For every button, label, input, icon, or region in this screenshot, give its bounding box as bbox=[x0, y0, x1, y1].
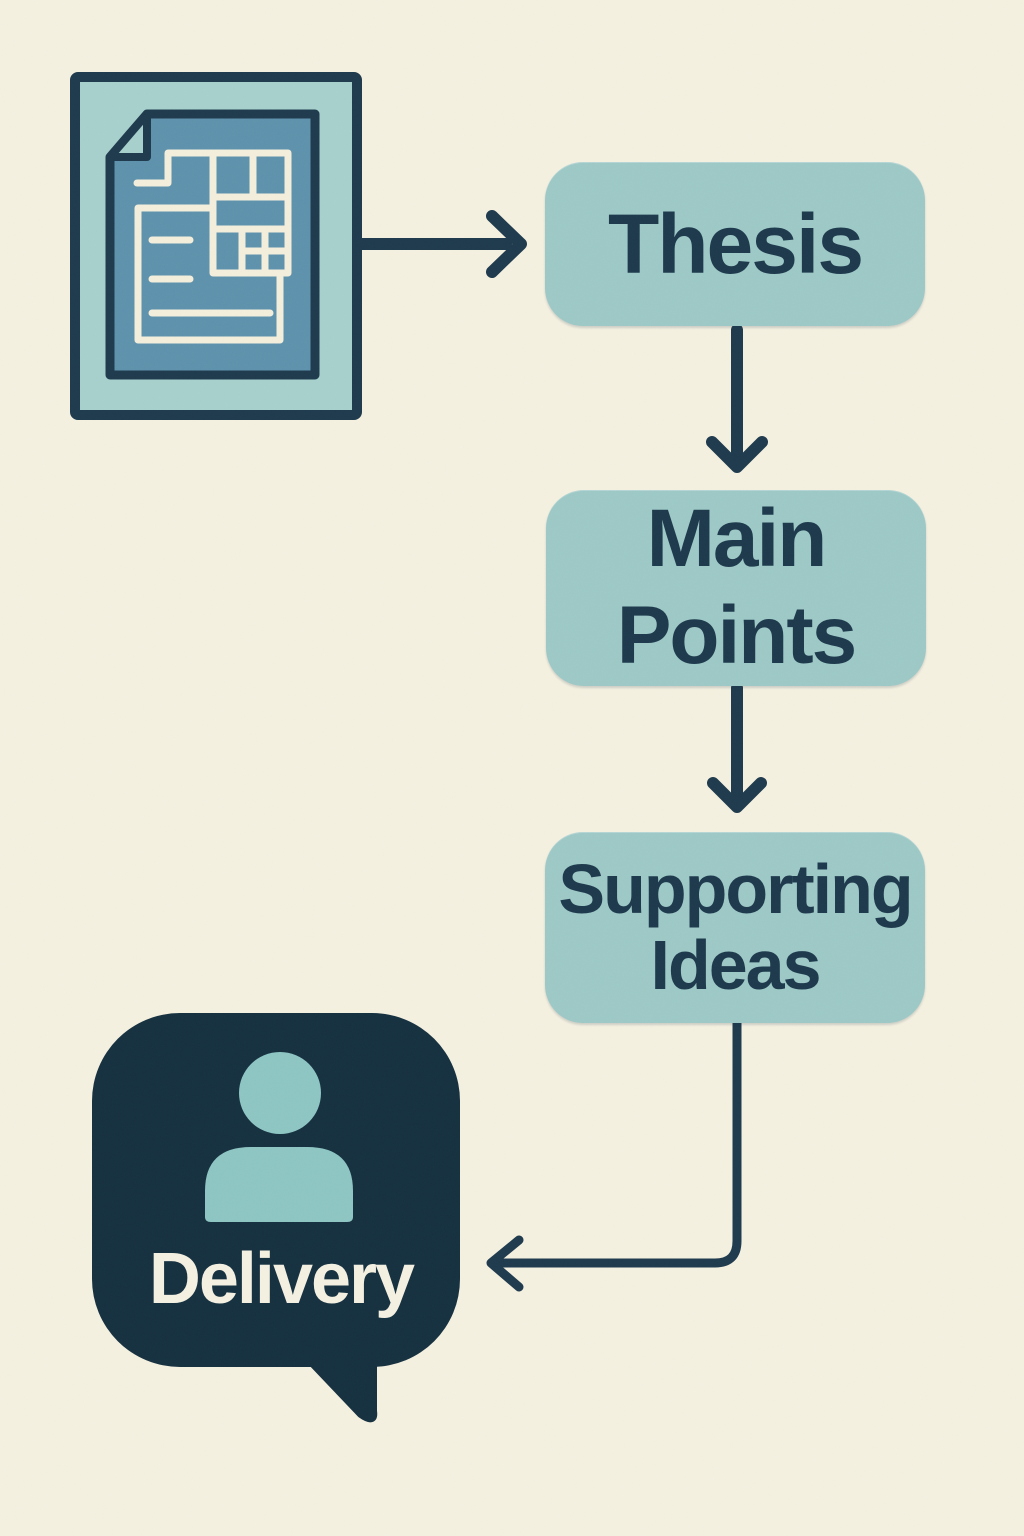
node-thesis: Thesis bbox=[545, 162, 925, 326]
node-thesis-label: Thesis bbox=[607, 196, 864, 291]
node-supporting-ideas-label: Supporting Ideas bbox=[558, 849, 913, 1004]
node-delivery-label: Delivery bbox=[148, 1239, 415, 1319]
document-panel bbox=[70, 72, 362, 420]
node-supporting-ideas: Supporting Ideas bbox=[545, 832, 925, 1023]
node-main-points-label: Main Points bbox=[616, 493, 858, 681]
speech-bubble-icon bbox=[92, 1013, 460, 1423]
node-main-points: Main Points bbox=[546, 490, 926, 686]
arrow-supporting-ideas-to-delivery bbox=[486, 1018, 742, 1292]
arrow-main-points-to-supporting-ideas bbox=[707, 682, 767, 813]
arrow-document-to-thesis bbox=[356, 210, 527, 278]
document-layout-icon bbox=[70, 72, 362, 420]
arrow-thesis-to-main-points bbox=[706, 324, 768, 473]
node-delivery: Delivery bbox=[85, 1005, 477, 1435]
